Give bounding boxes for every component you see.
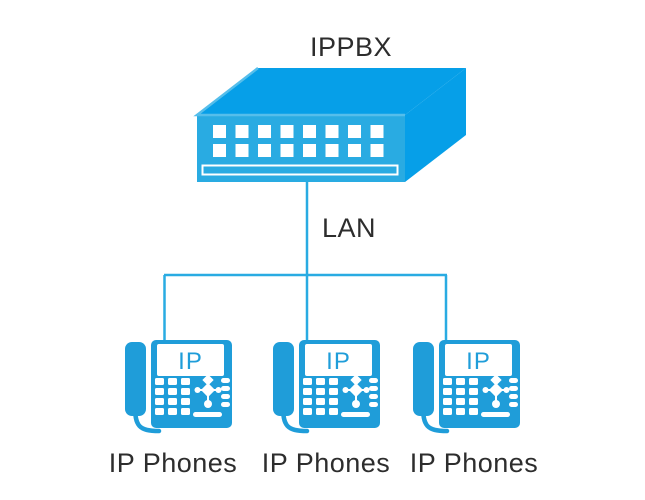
ip-phone-label: IP Phones — [108, 448, 238, 478]
device-edge-highlight — [193, 67, 405, 117]
ip-phone-label: IP Phones — [261, 448, 391, 478]
device-vent-holes — [213, 125, 384, 157]
device-top-face — [197, 68, 466, 115]
ip-phone-icon — [413, 340, 520, 431]
ip-phone-label: IP Phones — [409, 448, 539, 478]
ippbx-label: IPPBX — [309, 32, 393, 62]
lan-connection-lines — [163, 182, 448, 341]
ip-phone-icon — [125, 340, 232, 431]
device-right-face — [405, 68, 466, 182]
ip-phone-icon — [273, 340, 380, 431]
device-front-face — [197, 115, 405, 182]
device-front-slot — [201, 164, 399, 176]
lan-label: LAN — [322, 213, 377, 243]
ippbx-device-icon — [193, 67, 466, 182]
